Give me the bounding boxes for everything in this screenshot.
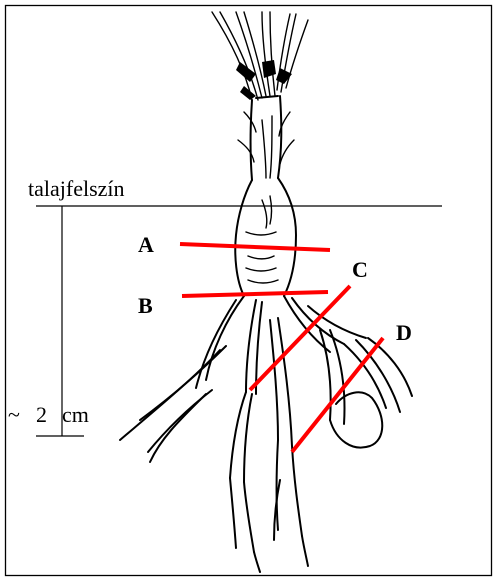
depth-value: 2 [36, 402, 47, 427]
bulb [235, 178, 296, 296]
cut-line-a [180, 244, 330, 250]
roots [120, 296, 412, 572]
depth-unit: cm [62, 402, 89, 427]
depth-approx-symbol: ~ [8, 402, 20, 427]
section-label-a: A [138, 232, 154, 257]
section-label-d: D [396, 320, 412, 345]
leaf-stems [212, 12, 308, 100]
soil-surface-label: talajfelszín [28, 176, 125, 201]
section-label-c: C [352, 257, 368, 282]
stem [238, 96, 294, 180]
cut-line-b [182, 292, 328, 296]
section-label-b: B [138, 293, 153, 318]
